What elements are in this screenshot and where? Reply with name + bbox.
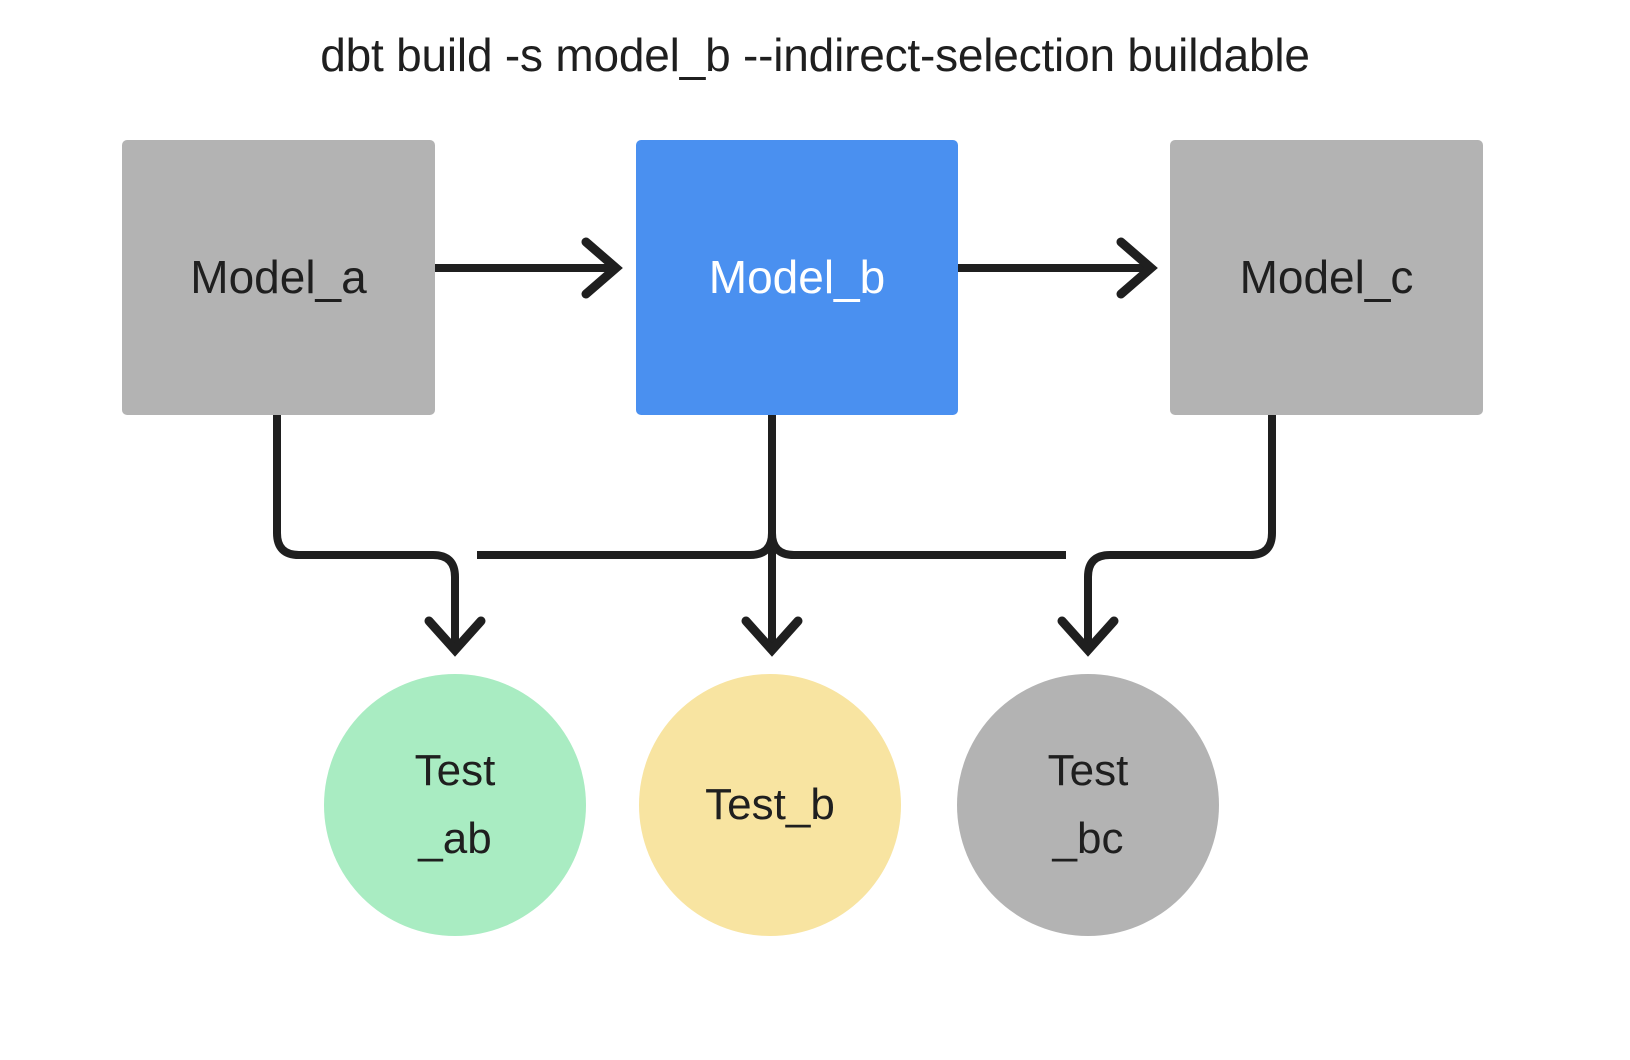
edge-model-b-to-test-ab [477,415,776,559]
edge-model-b-to-test-bc [768,415,1066,559]
test-bc-label: Test _bc [1047,745,1129,863]
edge-model-a-to-model-b [435,237,623,299]
model-node-model-a[interactable]: Model_a [122,140,435,415]
test-node-test-b[interactable]: Test_b [639,674,901,936]
test-node-test-ab[interactable]: Test _ab [324,674,586,936]
edge-model-a-to-test-ab [273,415,486,657]
model-c-label: Model_c [1239,251,1414,304]
model-node-model-b[interactable]: Model_b [636,140,958,415]
test-b-label: Test_b [705,779,835,829]
test-ab-label: Test _ab [414,745,496,863]
diagram-title: dbt build -s model_b --indirect-selectio… [320,29,1310,81]
model-a-label: Model_a [190,251,367,304]
test-node-test-bc[interactable]: Test _bc [957,674,1219,936]
model-node-model-c[interactable]: Model_c [1170,140,1483,415]
edge-model-b-to-model-c [958,237,1158,299]
model-b-label: Model_b [708,251,886,304]
edge-model-c-to-test-bc [1057,415,1276,657]
